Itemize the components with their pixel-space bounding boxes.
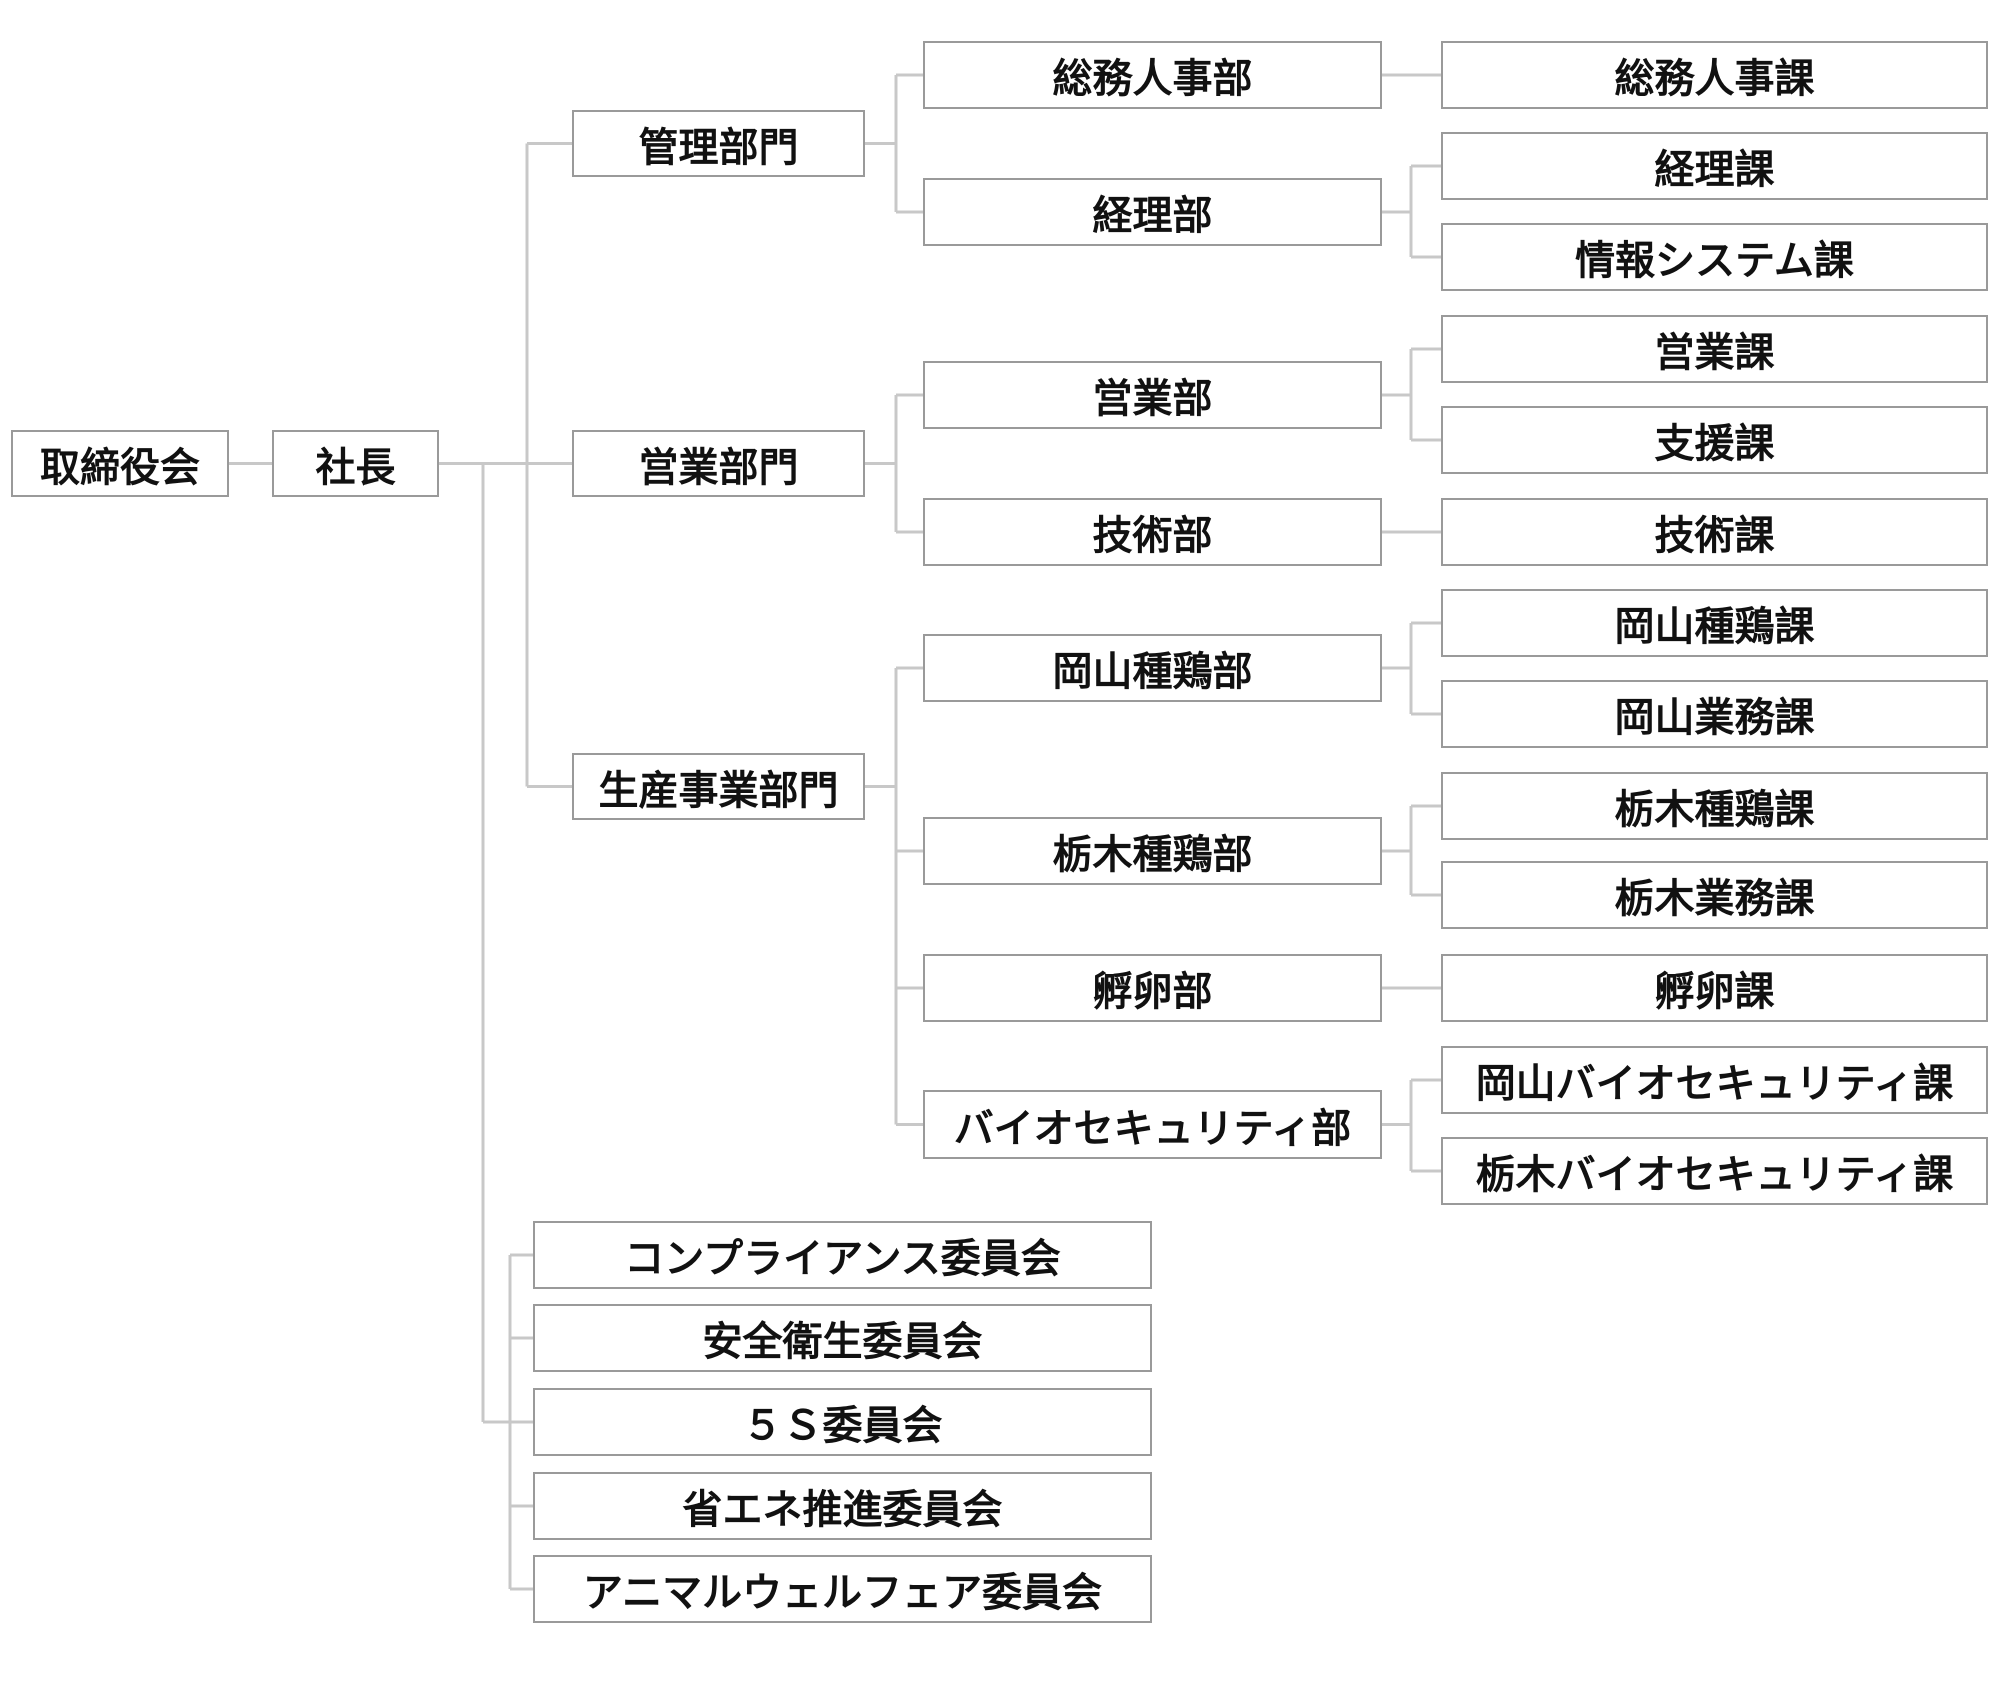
committee-box: アニマルウェルフェア委員会 <box>533 1555 1152 1623</box>
section-box: 栃木種鶏課 <box>1441 772 1988 840</box>
section-box: 岡山バイオセキュリティ課 <box>1441 1046 1988 1114</box>
division-box-admin: 管理部門 <box>572 110 865 177</box>
division-box-sales: 営業部門 <box>572 430 865 497</box>
department-box: 岡山種鶏部 <box>923 634 1382 702</box>
president-box: 社長 <box>272 430 439 497</box>
section-box: 栃木バイオセキュリティ課 <box>1441 1137 1988 1205</box>
department-box: 栃木種鶏部 <box>923 817 1382 885</box>
committee-box: 安全衛生委員会 <box>533 1304 1152 1372</box>
department-box: 総務人事部 <box>923 41 1382 109</box>
section-box: 営業課 <box>1441 315 1988 383</box>
department-box: 技術部 <box>923 498 1382 566</box>
committee-box: 省エネ推進委員会 <box>533 1472 1152 1540</box>
section-box: 栃木業務課 <box>1441 861 1988 929</box>
department-box: バイオセキュリティ部 <box>923 1090 1382 1159</box>
section-box: 技術課 <box>1441 498 1988 566</box>
department-box: 孵卵部 <box>923 954 1382 1022</box>
division-box-production: 生産事業部門 <box>572 753 865 820</box>
section-box: 情報システム課 <box>1441 223 1988 291</box>
section-box: 総務人事課 <box>1441 41 1988 109</box>
section-box: 支援課 <box>1441 406 1988 474</box>
section-box: 岡山種鶏課 <box>1441 589 1988 657</box>
committee-box: コンプライアンス委員会 <box>533 1221 1152 1289</box>
section-box: 経理課 <box>1441 132 1988 200</box>
department-box: 営業部 <box>923 361 1382 429</box>
board-of-directors-box: 取締役会 <box>11 430 229 497</box>
department-box: 経理部 <box>923 178 1382 246</box>
section-box: 岡山業務課 <box>1441 680 1988 748</box>
section-box: 孵卵課 <box>1441 954 1988 1022</box>
committee-box: ５Ｓ委員会 <box>533 1388 1152 1456</box>
